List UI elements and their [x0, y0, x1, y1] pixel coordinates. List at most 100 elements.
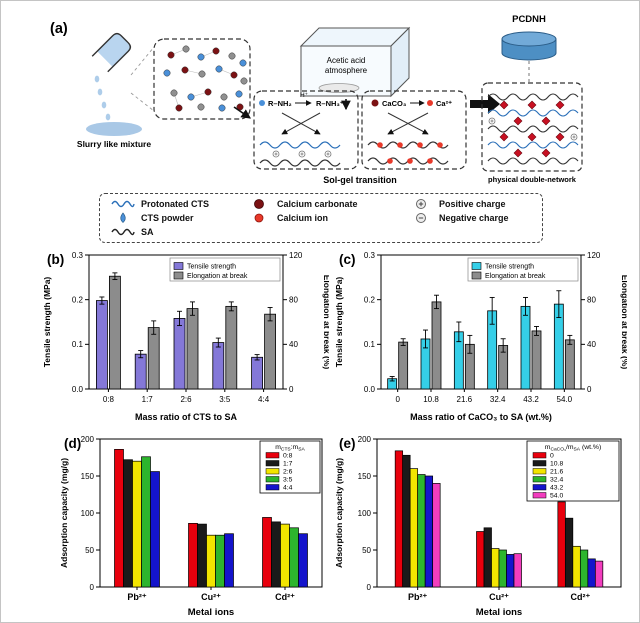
tspan-shape: /m — [566, 444, 574, 451]
bar-series-10.8 — [402, 454, 411, 588]
line-shape — [130, 92, 155, 112]
circle-shape — [175, 104, 183, 112]
path-shape — [487, 93, 579, 101]
legend-label: 32.4 — [550, 477, 563, 484]
x-tick-label: Cd²⁺ — [570, 592, 590, 602]
bar-series-3:5 — [141, 456, 151, 588]
circle-shape — [230, 71, 238, 79]
legend-label: Elongation at break — [485, 273, 546, 280]
bar-series-4:4 — [298, 533, 308, 588]
svg-shape — [416, 199, 426, 209]
x-tick-label: 32.4 — [490, 395, 506, 404]
circle-shape — [187, 93, 195, 101]
right-tick-label: 0 — [587, 385, 592, 394]
use-shape — [272, 150, 280, 158]
circle-shape — [240, 77, 248, 85]
legend-label: 1:7 — [283, 461, 293, 468]
bar-series-1:7 — [197, 523, 207, 588]
circle-shape — [254, 213, 264, 223]
use-shape — [488, 117, 496, 125]
negative-charge-icon — [408, 212, 434, 224]
svg-shape — [120, 212, 126, 223]
bar-series-2:6 — [132, 460, 142, 588]
circle-shape — [167, 51, 175, 59]
circle-shape — [220, 93, 228, 101]
legend-swatch — [532, 476, 547, 483]
panel-label: (d) — [64, 436, 81, 451]
bar-series-10.8 — [483, 527, 492, 588]
circle-shape — [228, 52, 236, 60]
x-axis-title: Metal ions — [188, 607, 234, 618]
x-tick-label: 54.0 — [557, 395, 573, 404]
legend-label: 0 — [550, 453, 554, 460]
legend-swatch — [265, 484, 280, 491]
calcium-carbonate-dot-icon — [246, 198, 272, 210]
calcium-reaction-box — [361, 90, 467, 170]
y-tick-label: 50 — [85, 546, 94, 555]
legend-item-calcium-ion: Calcium ion — [246, 212, 408, 224]
panel-a-label: (a) — [50, 21, 68, 37]
powder-mixture-box — [153, 38, 251, 120]
right-tick-label: 80 — [587, 295, 596, 304]
path-shape — [111, 228, 135, 236]
beaker-icon — [91, 32, 132, 73]
legend-title: mCTS:mSA — [275, 444, 305, 453]
bar-right-series — [564, 339, 575, 390]
path-shape — [120, 212, 126, 223]
bar-series-3:5 — [289, 527, 299, 588]
legend-swatch — [265, 460, 280, 467]
svg-shape — [254, 213, 264, 223]
network-label: physical double-network — [488, 175, 577, 184]
circle-shape — [198, 70, 206, 78]
circle-shape — [197, 103, 205, 111]
left-tick-label: 0.0 — [72, 385, 84, 394]
y-tick-label: 100 — [81, 509, 95, 518]
right-axis-title: Elongation at break (%) — [620, 275, 627, 370]
use-shape — [555, 100, 565, 110]
slurry-blob — [86, 122, 142, 136]
cts-powder-drop-icon — [110, 212, 136, 224]
bar-series-21.6 — [409, 468, 419, 588]
bar-left-series — [134, 353, 147, 390]
legend-label: Tensile strength — [485, 264, 534, 271]
legend-swatch — [265, 476, 280, 483]
bar-series-0 — [557, 501, 566, 588]
bar-series-1:7 — [271, 521, 281, 588]
line-shape — [387, 112, 429, 135]
x-tick-label: 3:5 — [219, 395, 231, 404]
bar-left-series — [520, 305, 531, 390]
bar-series-32.4 — [417, 474, 426, 588]
line-shape — [281, 112, 321, 135]
x-tick-label: Cu²⁺ — [489, 592, 509, 602]
y-tick-label: 200 — [358, 435, 372, 444]
acetic-chamber: Acetic acid atmosphere — [299, 26, 411, 98]
left-axis-title: Tensile strength (MPa) — [42, 277, 52, 368]
sample-dish-icon — [318, 83, 360, 93]
tspan-shape: (wt.%) — [580, 444, 601, 451]
use-shape — [324, 150, 332, 158]
amine-condition: H⁺ — [300, 92, 309, 99]
bar-series-4:4 — [224, 533, 234, 588]
use-shape — [555, 132, 565, 142]
polygon-shape — [299, 27, 411, 47]
x-tick-label: 10.8 — [423, 395, 439, 404]
path-shape — [487, 109, 579, 117]
legend-label: Negative charge — [439, 213, 509, 223]
calcium-ion-dot-icon — [246, 212, 272, 224]
protonated-cts-wave-icon — [110, 199, 136, 209]
legend-swatch — [532, 460, 547, 467]
circle-shape — [163, 69, 171, 77]
legend-label: 10.8 — [550, 461, 563, 468]
legend-label: CTS powder — [141, 213, 194, 223]
use-shape — [513, 116, 523, 126]
path-shape — [91, 32, 132, 73]
bar-series-0:8 — [114, 449, 124, 588]
droplet-icon — [105, 113, 111, 121]
path-shape — [487, 141, 579, 149]
acetic-label-line2: atmosphere — [325, 66, 368, 75]
calcium-product: Ca²⁺ — [436, 99, 452, 108]
cts-powder-dot-icon — [259, 100, 265, 106]
svg-shape — [416, 213, 426, 223]
chart-legend-box — [467, 257, 579, 282]
